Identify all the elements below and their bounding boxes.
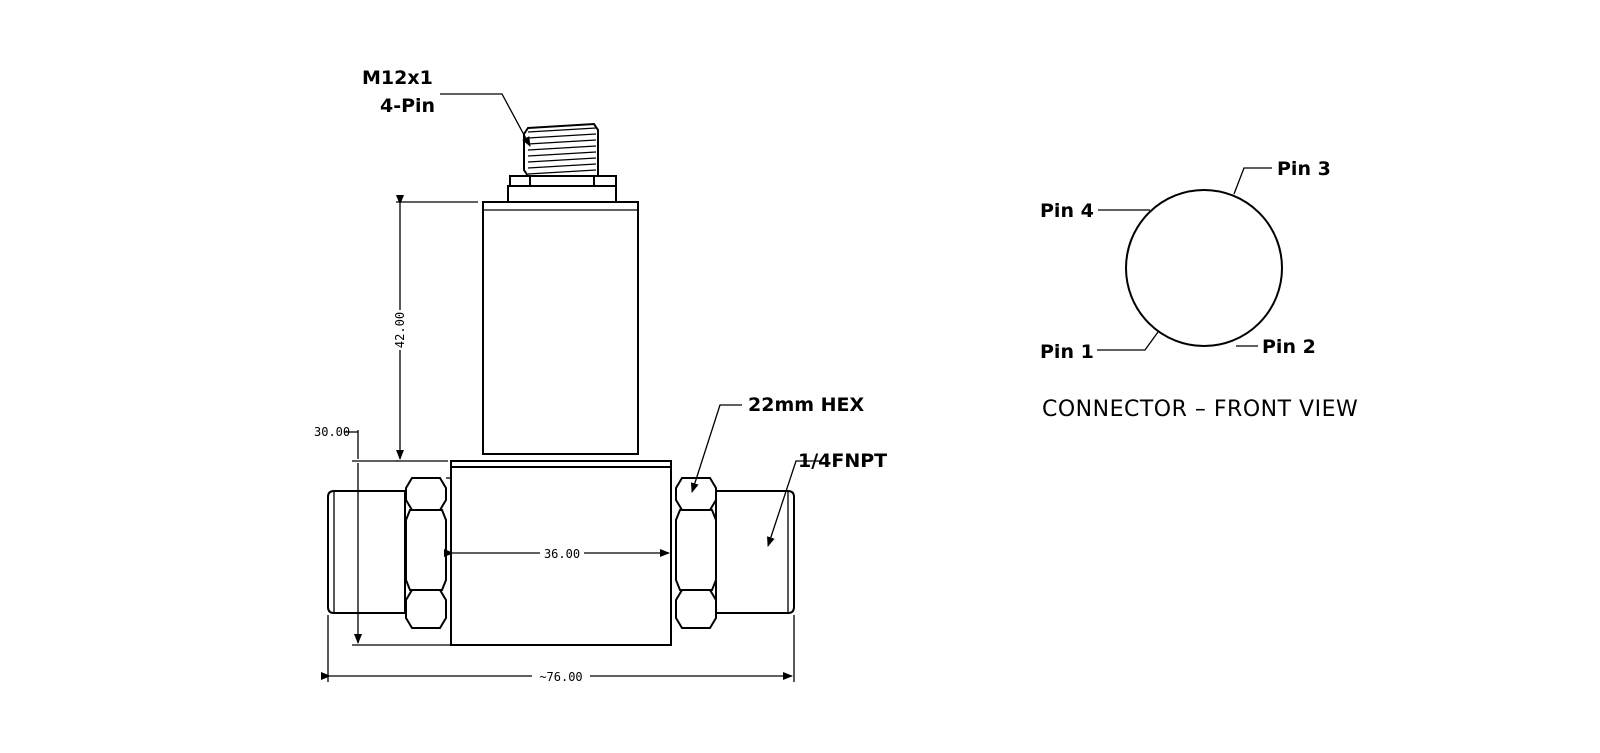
dim-block-height: 30.00 bbox=[314, 425, 450, 646]
pin-4-callout: Pin 4 bbox=[1040, 200, 1150, 222]
left-port bbox=[327, 477, 451, 629]
connector-pins-label: 4-Pin bbox=[380, 95, 435, 117]
pin-1-label: Pin 1 bbox=[1040, 341, 1094, 363]
pin-3-callout: Pin 3 bbox=[1233, 158, 1331, 195]
dim-block-width: 36.00 bbox=[444, 547, 670, 561]
connector-face bbox=[1125, 189, 1283, 347]
thread-label: 1/4FNPT bbox=[798, 450, 887, 472]
dim-body-height: 42.00 bbox=[393, 195, 478, 462]
callout-connector: M12x1 4-Pin bbox=[362, 67, 531, 147]
dim-30-label: 30.00 bbox=[314, 425, 350, 439]
pin-3-label: Pin 3 bbox=[1277, 158, 1331, 180]
front-view-caption: CONNECTOR – FRONT VIEW bbox=[1042, 397, 1358, 422]
dim-total-length: ~76.00 bbox=[321, 615, 795, 684]
dim-36-label: 36.00 bbox=[544, 547, 580, 561]
right-port bbox=[675, 477, 795, 629]
connector-front-view: Pin 4 Pin 3 Pin 1 Pin 2 CONNECTOR – FRON… bbox=[1040, 158, 1358, 422]
transmitter-body bbox=[450, 201, 672, 468]
connector-type-label: M12x1 bbox=[362, 67, 433, 89]
pin-1-callout: Pin 1 bbox=[1040, 331, 1159, 363]
pin-2-label: Pin 2 bbox=[1262, 336, 1316, 358]
dim-76-label: ~76.00 bbox=[539, 670, 582, 684]
callout-hex: 22mm HEX bbox=[690, 394, 865, 493]
pin-2-callout: Pin 2 bbox=[1236, 336, 1316, 358]
side-view: 42.00 30.00 36.00 ~76.00 M12x1 bbox=[314, 67, 887, 684]
dim-42-label: 42.00 bbox=[393, 312, 407, 348]
pin-4-label: Pin 4 bbox=[1040, 200, 1094, 222]
callout-thread: 1/4FNPT bbox=[767, 450, 887, 547]
hex-label: 22mm HEX bbox=[748, 394, 865, 416]
